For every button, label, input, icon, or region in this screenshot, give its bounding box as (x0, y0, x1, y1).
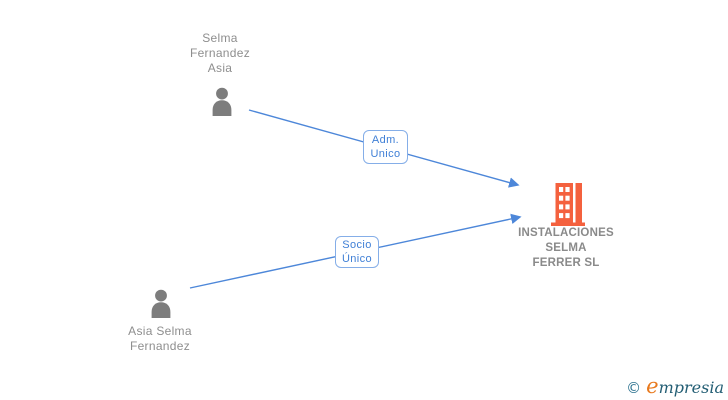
building-icon (551, 183, 585, 230)
logo-brand-rest: mpresia (658, 378, 724, 397)
company-name-line3: FERRER SL (532, 257, 600, 269)
person-bottom-name[interactable]: Asia Selma Fernandez (98, 324, 222, 354)
edge-label-socio-line1: Socio (342, 239, 372, 251)
person-top-node[interactable] (208, 87, 236, 116)
copyright-icon: © (626, 379, 642, 397)
empresia-logo[interactable]: © e mpresia (626, 374, 724, 398)
person-bottom-name-line2: Fernandez (129, 339, 191, 353)
edge-label-socio-unico: Socio Único (335, 236, 379, 268)
person-bottom-node[interactable] (147, 289, 175, 318)
person-top-name-line3: Asia (207, 61, 233, 75)
person-bottom-name-line1: Asia Selma (128, 324, 192, 338)
person-icon (208, 87, 236, 120)
person-top-name-line2: Fernandez (189, 46, 251, 60)
company-name[interactable]: INSTALACIONES SELMA FERRER SL (503, 226, 629, 271)
person-top-name-line1: Selma (202, 31, 238, 45)
edge-label-socio-line2: Único (341, 253, 373, 265)
logo-brand-initial: e (646, 374, 659, 398)
person-top-name[interactable]: Selma Fernandez Asia (158, 31, 282, 76)
edge-label-adm-line1: Adm. (371, 134, 400, 146)
edge-label-adm-line2: Unico (370, 148, 401, 160)
company-name-line1: INSTALACIONES (518, 227, 614, 239)
company-node[interactable] (551, 183, 585, 226)
person-icon (147, 289, 175, 322)
edge-label-adm-unico: Adm. Unico (363, 130, 408, 164)
company-name-line2: SELMA (545, 242, 587, 254)
